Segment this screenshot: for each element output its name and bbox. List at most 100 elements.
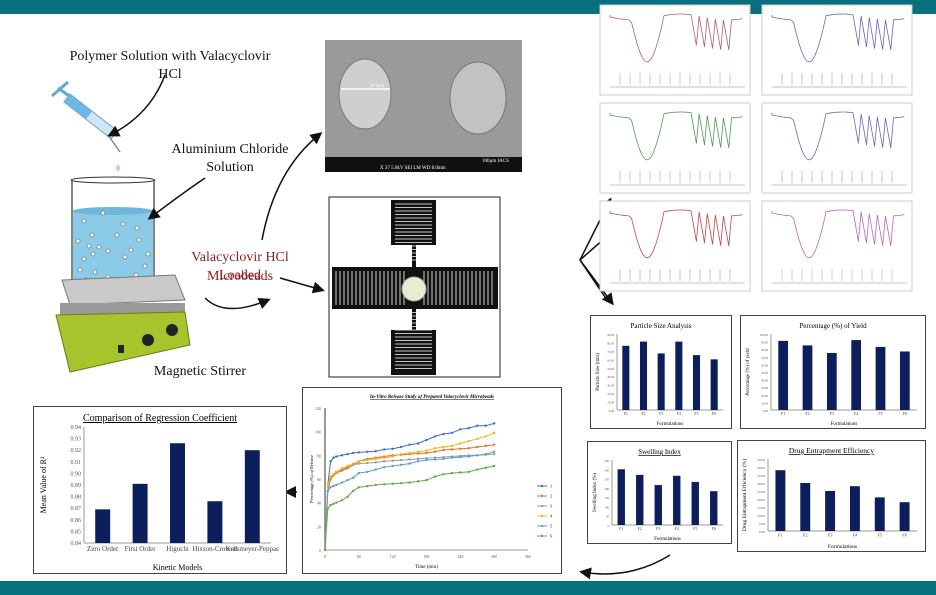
x-tick-label: F4 <box>854 411 858 416</box>
data-point <box>442 455 445 459</box>
x-tick-label: 300 <box>491 554 497 559</box>
legend-label: 4 <box>550 514 552 519</box>
data-point <box>326 507 330 510</box>
data-point <box>340 499 344 502</box>
y-tick-label: 50.00 <box>761 371 768 375</box>
legend-marker <box>540 494 544 498</box>
data-point <box>416 450 420 453</box>
y-tick-label: 0.92 <box>71 448 82 454</box>
x-tick-label: 180 <box>424 554 430 559</box>
bar <box>826 353 837 410</box>
chart-title: In-Vitro Release Study of Prepared Valac… <box>369 395 494 400</box>
data-point <box>340 467 344 470</box>
y-tick-label: 150 <box>605 496 610 500</box>
data-point <box>467 447 470 450</box>
data-point <box>433 447 437 450</box>
bar <box>692 355 701 410</box>
y-tick-label: 25.00 <box>757 490 765 494</box>
data-point <box>346 452 349 456</box>
data-point <box>450 471 454 475</box>
bar <box>710 491 718 525</box>
x-tick-label: 120 <box>390 554 396 559</box>
x-tick-label: F6 <box>712 526 716 531</box>
data-point <box>383 483 386 486</box>
x-tick-label: F2 <box>641 411 645 416</box>
y-tick-label: 0.93 <box>71 437 82 443</box>
series-line-3 <box>324 453 495 551</box>
polymer-solution-label: Polymer Solution with Valacyclovir HCl <box>69 49 271 82</box>
data-point <box>459 447 462 451</box>
data-point <box>332 473 335 476</box>
y-axis-label: Percentage (%) of yield <box>746 348 751 396</box>
data-point <box>351 451 355 455</box>
ftir-spectrum-line <box>771 209 905 259</box>
x-tick-label: F1 <box>624 411 628 416</box>
data-point <box>476 445 479 449</box>
x-tick-label: F5 <box>693 526 697 531</box>
legend-marker <box>540 484 544 488</box>
ftir-spectrum-frame <box>599 102 751 194</box>
x-tick-label: 60 <box>357 554 361 559</box>
bar <box>691 481 699 525</box>
y-tick-label: 90.00 <box>761 341 768 345</box>
x-tick-label: F3 <box>830 411 834 416</box>
data-point <box>391 455 394 458</box>
data-point <box>433 456 437 459</box>
data-point <box>476 454 479 457</box>
microbeads-label-1: Valacyclovir HCl Loaded <box>191 250 289 283</box>
x-tick-label: F1 <box>619 526 623 531</box>
y-tick-label: 120 <box>315 406 321 411</box>
y-axis-label: Mean Value of R² <box>39 456 48 513</box>
data-point <box>492 422 496 425</box>
data-point <box>335 501 338 504</box>
arrow <box>147 177 206 220</box>
data-point <box>467 426 470 430</box>
data-point <box>357 471 361 475</box>
data-point <box>329 486 332 489</box>
chart-title: Percentage (%) of Yield <box>799 322 867 330</box>
data-point <box>433 450 437 453</box>
y-tick-label: 0 <box>608 524 610 528</box>
data-point <box>442 445 445 449</box>
data-point <box>416 452 420 455</box>
bar <box>778 340 789 410</box>
y-tick-label: 0.94 <box>71 425 82 431</box>
y-tick-label: 20.00 <box>761 394 768 398</box>
data-point <box>425 457 428 460</box>
y-tick-label: 20.00 <box>607 392 614 396</box>
data-point <box>442 432 445 436</box>
y-tick-label: 0 <box>319 548 321 553</box>
y-tick-label: 0.00 <box>759 530 765 534</box>
data-point <box>484 452 487 456</box>
data-point <box>383 448 386 451</box>
data-point <box>326 489 330 493</box>
legend-marker <box>540 504 544 508</box>
bar <box>899 351 910 410</box>
x-tick-label: F1 <box>778 533 783 538</box>
data-point <box>425 478 428 482</box>
sem-image <box>325 40 522 172</box>
data-point <box>450 456 454 459</box>
ftir-spectrum-frame <box>599 200 751 292</box>
legend-label: 2 <box>550 494 552 499</box>
data-point <box>329 475 332 478</box>
y-tick-label: 40.00 <box>761 379 768 383</box>
data-point <box>374 457 377 461</box>
data-point <box>366 461 369 465</box>
arrow <box>204 297 271 310</box>
data-point <box>425 458 428 462</box>
data-point <box>433 458 437 461</box>
x-tick-label: F1 <box>781 411 785 416</box>
data-point <box>476 424 479 427</box>
data-point <box>366 484 369 488</box>
data-point <box>346 495 349 498</box>
data-point <box>425 451 428 455</box>
x-tick-label: F5 <box>878 411 882 416</box>
x-tick-label: F4 <box>675 526 679 531</box>
x-tick-label: F2 <box>803 533 808 538</box>
syringe-icon <box>51 80 121 171</box>
x-tick-label: F4 <box>677 411 681 416</box>
y-tick-label: 35.00 <box>757 474 765 478</box>
